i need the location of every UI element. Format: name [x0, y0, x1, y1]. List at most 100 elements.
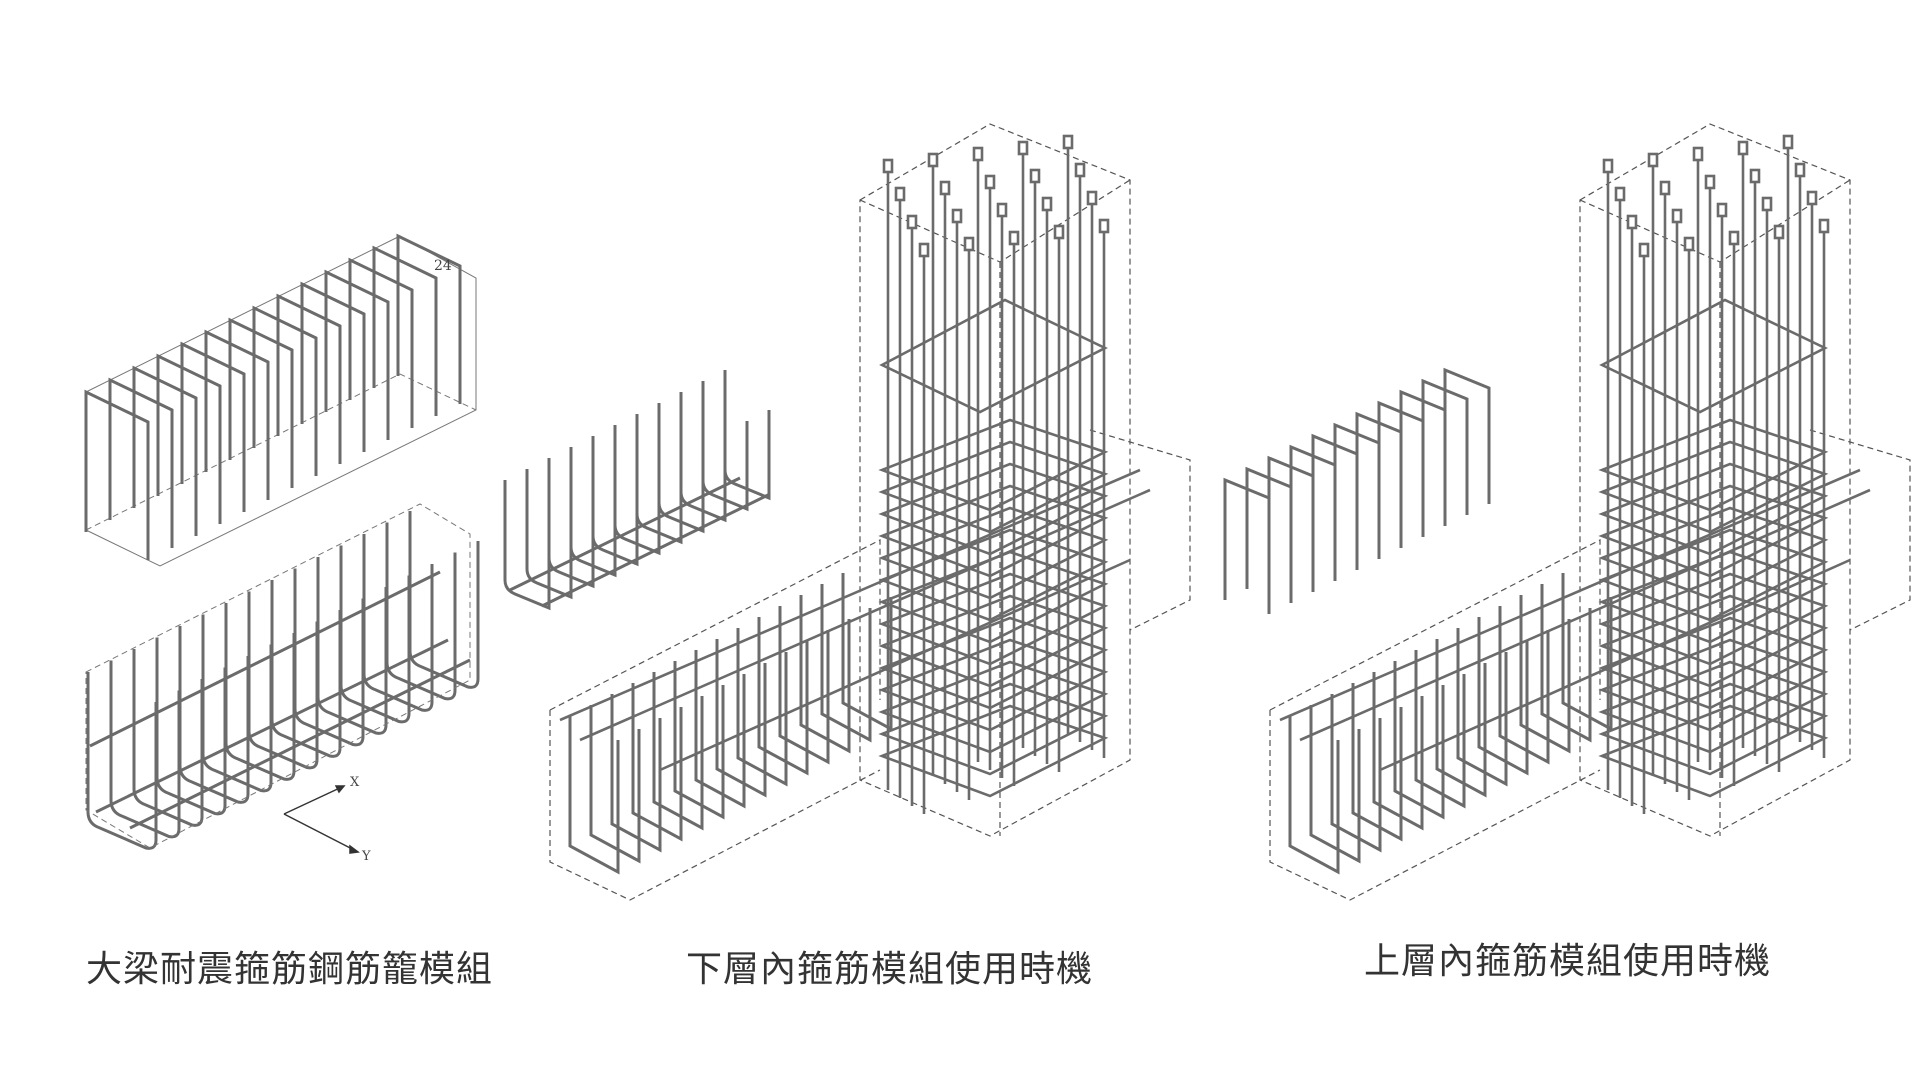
- bar-coupler: [1728, 230, 1740, 246]
- bar-coupler: [951, 208, 963, 224]
- column-hoop: [878, 418, 1109, 512]
- bar-coupler: [1683, 236, 1695, 252]
- beam-stirrup: [841, 573, 893, 732]
- bar-coupler: [1749, 168, 1761, 184]
- bar-coupler: [1053, 224, 1065, 240]
- inner-stirrup: [635, 414, 683, 545]
- bar-coupler: [1008, 230, 1020, 246]
- bar-coupler: [1692, 146, 1704, 162]
- column-hoop: [1598, 506, 1829, 600]
- bar-coupler: [1716, 202, 1728, 218]
- column-hoop: [878, 638, 1109, 732]
- bar-coupler: [939, 180, 951, 196]
- bar-coupler: [1041, 196, 1053, 212]
- bottom-stirrup-module: [85, 503, 480, 850]
- panel-lower-inner-stirrup: [503, 123, 1191, 901]
- bar-coupler: [1647, 152, 1659, 168]
- column-hoop: [878, 660, 1109, 754]
- y-axis-label: Y: [361, 849, 371, 864]
- bottom-stirrups: [85, 503, 480, 850]
- inner-stirrup: [569, 447, 617, 578]
- inner-stirrup: [723, 370, 771, 501]
- bar-coupler: [1806, 190, 1818, 206]
- axis-indicator: X Y: [283, 775, 371, 864]
- column-hoop: [878, 594, 1109, 688]
- beam-stirrup: [631, 683, 683, 842]
- bar-coupler: [972, 146, 984, 162]
- beam-stirrup: [1288, 716, 1340, 875]
- column-rebar-cage: [1279, 134, 1871, 814]
- x-axis-line: [283, 785, 345, 815]
- beam-stirrup: [1540, 584, 1592, 743]
- beam-stirrup: [1309, 705, 1361, 864]
- bar-coupler: [1761, 196, 1773, 212]
- bar-coupler: [1074, 162, 1086, 178]
- beam-stirrup: [610, 694, 662, 853]
- column-bounding-box: [1579, 123, 1851, 837]
- top-stirrups: [84, 233, 462, 560]
- inner-stirrup: [525, 469, 573, 600]
- stirrup-count-label: 24: [434, 258, 452, 274]
- beam-stirrup: [1561, 573, 1613, 732]
- beam-stirrup: [1330, 694, 1382, 853]
- panel-upper-inner-stirrup: [1223, 123, 1911, 901]
- column-hoop: [878, 528, 1109, 622]
- top-stirrup: [252, 305, 318, 476]
- inner-stirrup: [547, 458, 595, 589]
- column-hoop: [1598, 462, 1829, 556]
- beam-stirrup: [757, 617, 809, 776]
- inner-longitudinal-bar: [509, 476, 741, 592]
- caption-beam-cage-module: 大梁耐震箍筋鋼筋籠模組: [86, 949, 494, 990]
- module-outline: [85, 373, 477, 531]
- inner-longitudinal-bar: [541, 492, 771, 608]
- bar-coupler: [1086, 190, 1098, 206]
- x-axis-arrow: [334, 785, 346, 794]
- bar-coupler: [918, 242, 930, 258]
- x-axis-label: X: [350, 775, 360, 790]
- inner-stirrup: [1443, 367, 1491, 504]
- column-hoop: [878, 572, 1109, 666]
- top-stirrup: [228, 317, 294, 488]
- longitudinal-bar: [89, 570, 441, 748]
- beam-longitudinal-bar: [579, 488, 1151, 742]
- bar-coupler: [1098, 218, 1110, 234]
- bar-coupler: [1029, 168, 1041, 184]
- bottom-stirrup: [385, 522, 457, 701]
- column-hoop: [1598, 572, 1829, 666]
- caption-upper-inner-stirrup: 上層內箍筋模組使用時機: [1364, 941, 1772, 982]
- bar-coupler: [894, 186, 906, 202]
- column-hoop: [878, 484, 1109, 578]
- bar-coupler: [1638, 242, 1650, 258]
- beam-stirrup: [568, 716, 620, 875]
- inner-stirrup: [613, 425, 661, 556]
- beam-stirrup: [694, 650, 746, 809]
- beam-stirrup: [652, 672, 704, 831]
- column-hoop: [1598, 594, 1829, 688]
- column-hoop: [1598, 418, 1829, 512]
- beam-bounding-box: [1269, 429, 1911, 901]
- top-stirrup: [276, 293, 342, 464]
- top-stirrup: [348, 257, 414, 428]
- beam-box-edge: [549, 710, 881, 901]
- bar-coupler: [882, 158, 894, 174]
- top-module-outline: [85, 235, 477, 567]
- top-stirrup: [156, 353, 222, 524]
- y-axis-line: [283, 813, 359, 853]
- column-rebar-cage: [559, 134, 1151, 814]
- beam-stirrup: [589, 705, 641, 864]
- column-hoop: [879, 298, 1108, 414]
- beam-stirrup: [1456, 628, 1508, 787]
- top-stirrup: [372, 245, 438, 416]
- bar-coupler: [1773, 224, 1785, 240]
- beam-stirrup: [1372, 672, 1424, 831]
- bar-coupler: [1626, 214, 1638, 230]
- beam-stirrup: [1477, 617, 1529, 776]
- column-hoop: [1599, 298, 1828, 414]
- inner-stirrup: [701, 381, 749, 512]
- inner-stirrup: [503, 480, 551, 611]
- longitudinal-bar: [129, 658, 471, 830]
- column-hoop: [1598, 440, 1829, 534]
- beam-bounding-box: [549, 429, 1191, 901]
- bottom-module-outline: [85, 503, 471, 849]
- bar-coupler: [996, 202, 1008, 218]
